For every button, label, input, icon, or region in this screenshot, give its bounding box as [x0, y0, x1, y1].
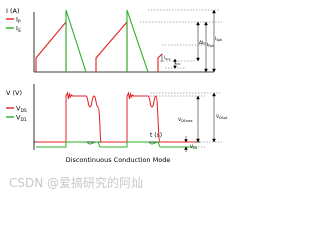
- ippk-annotation: IPpk: [207, 42, 214, 48]
- isvy-annotation: ISvy: [164, 55, 171, 61]
- delta-ip-annotation: ΔIP: [199, 40, 205, 46]
- legend-vds-label: VDS: [16, 105, 27, 115]
- current-plot: I (A) IP IS: [6, 7, 222, 73]
- vdsmax-annotation: VDSmax: [178, 117, 193, 123]
- legend-is-label: IS: [16, 25, 21, 35]
- vd1-annotation: VD1: [190, 144, 198, 150]
- is-waveform: [65, 9, 149, 73]
- current-axis-label: I (A): [6, 7, 20, 15]
- legend-ip: IP: [6, 16, 21, 26]
- diagram-caption: Discontinuous Conduction Mode: [66, 156, 171, 164]
- time-axis-label: t (s): [150, 132, 162, 139]
- dcm-waveform-diagram: I (A) IP IS: [6, 7, 228, 190]
- current-dimension-arrows: [161, 9, 216, 73]
- legend-is: IS: [6, 25, 21, 35]
- vd1-waveform: [36, 141, 196, 148]
- current-reference-lines: [140, 9, 222, 69]
- voltage-axis-label: V (V): [6, 89, 22, 97]
- ipdc-annotation: IDC: [175, 60, 181, 66]
- ispk-annotation: ISpk: [215, 36, 222, 42]
- ip-waveform: [35, 20, 163, 72]
- vdspk-annotation: VDSpk: [216, 114, 228, 120]
- legend-vd1: VD1: [6, 114, 27, 124]
- legend-vds: VDS: [6, 105, 27, 115]
- legend-vd1-label: VD1: [16, 114, 27, 124]
- voltage-plot: V (V) t (s) VDS VD1: [6, 84, 228, 152]
- legend-ip-label: IP: [16, 16, 21, 26]
- voltage-dimension-arrows: [184, 92, 216, 152]
- vds-waveform: [36, 91, 196, 143]
- csdn-watermark: CSDN @爱搞研究的阿灿: [9, 175, 143, 190]
